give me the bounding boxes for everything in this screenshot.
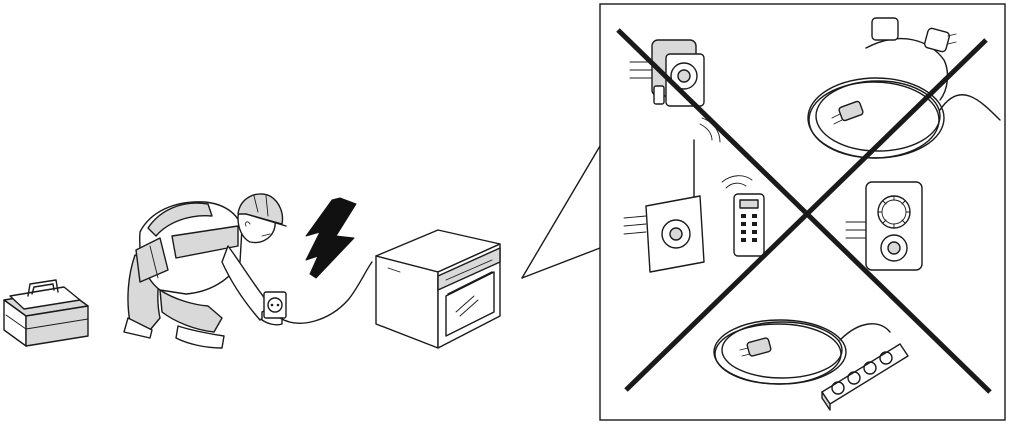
- large-x-icon: [616, 28, 992, 394]
- lightning-bolt-icon: [305, 197, 357, 279]
- extension-cord-coil-icon: [807, 17, 1001, 159]
- prohibited-devices-panel: [599, 3, 1006, 421]
- toolbox-icon: [3, 279, 89, 347]
- wall-socket-icon: [263, 291, 287, 319]
- power-strip-icon: [713, 319, 909, 411]
- timer-socket-icon: [845, 181, 923, 271]
- wireless-smart-plug-icon: [623, 117, 721, 273]
- plug-adapter-icon: [629, 39, 705, 107]
- power-cable-icon: [279, 261, 373, 324]
- callout-pointer: [521, 145, 601, 279]
- remote-control-icon: [721, 175, 765, 257]
- electrician-icon: [123, 193, 287, 349]
- built-in-oven-icon: [375, 229, 501, 349]
